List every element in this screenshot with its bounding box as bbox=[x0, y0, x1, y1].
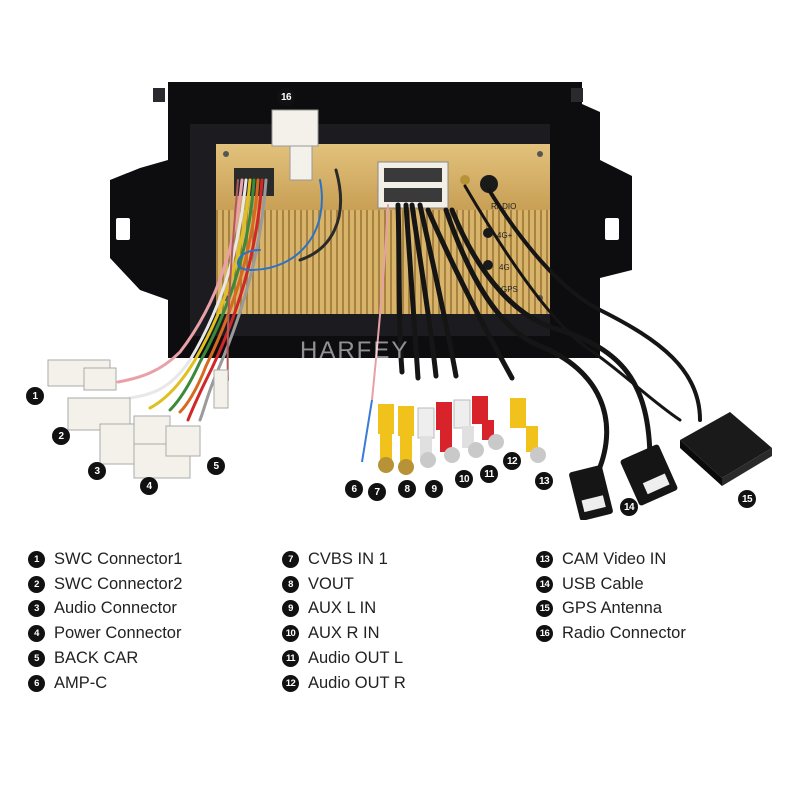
radio-port-label: RADIO bbox=[491, 202, 516, 211]
legend-label: Audio OUT R bbox=[308, 673, 406, 692]
4g-port-label: 4G bbox=[499, 263, 510, 272]
legend-item-audio-out-l: 11 Audio OUT L bbox=[282, 646, 406, 671]
callout-12: 12 bbox=[503, 452, 521, 470]
callout-7: 7 bbox=[368, 483, 386, 501]
legend-item-swc-connector1: 1 SWC Connector1 bbox=[28, 547, 182, 572]
legend-number: 2 bbox=[28, 575, 45, 593]
legend-column-2: 7 CVBS IN 1 8 VOUT 9 AUX L IN 10 AUX R I… bbox=[282, 547, 406, 696]
legend-number: 1 bbox=[28, 550, 45, 568]
legend-label: BACK CAR bbox=[54, 649, 139, 668]
legend-item-aux-l-in: 9 AUX L IN bbox=[282, 597, 406, 622]
legend-number: 15 bbox=[536, 600, 553, 618]
legend-number: 5 bbox=[28, 650, 45, 668]
legend-item-back-car: 5 BACK CAR bbox=[28, 646, 182, 671]
legend-number: 14 bbox=[536, 575, 553, 593]
rca-plugs bbox=[361, 396, 546, 475]
legend-label: USB Cable bbox=[562, 574, 644, 593]
legend-label: SWC Connector2 bbox=[54, 574, 183, 593]
legend-label: SWC Connector1 bbox=[54, 549, 183, 568]
legend-item-audio-out-r: 12 Audio OUT R bbox=[282, 671, 406, 696]
callout-13: 13 bbox=[535, 472, 553, 490]
cable-bundle bbox=[116, 168, 702, 475]
legend-item-cam-video-in: 13 CAM Video IN bbox=[536, 547, 686, 572]
legend-number: 16 bbox=[536, 625, 553, 643]
callout-1: 1 bbox=[26, 387, 44, 405]
legend-column-1: 1 SWC Connector1 2 SWC Connector2 3 Audi… bbox=[28, 547, 182, 696]
heatsink-panel: RADIO 4G+ 4G GPS bbox=[216, 144, 550, 314]
harness-connectors bbox=[47, 359, 229, 479]
legend-number: 6 bbox=[28, 674, 45, 692]
callout-11: 11 bbox=[480, 465, 498, 483]
callout-8: 8 bbox=[398, 480, 416, 498]
legend-label: AUX R IN bbox=[308, 624, 380, 643]
legend-item-power-connector: 4 Power Connector bbox=[28, 621, 182, 646]
legend-number: 11 bbox=[282, 650, 299, 668]
legend-label: CVBS IN 1 bbox=[308, 549, 388, 568]
legend-item-audio-connector: 3 Audio Connector bbox=[28, 597, 182, 622]
callout-2: 2 bbox=[52, 427, 70, 445]
watermark-text: HARFEY bbox=[300, 337, 409, 364]
legend-label: GPS Antenna bbox=[562, 599, 662, 618]
legend-item-gps-antenna: 15 GPS Antenna bbox=[536, 597, 686, 622]
legend-item-vout: 8 VOUT bbox=[282, 572, 406, 597]
legend-item-usb-cable: 14 USB Cable bbox=[536, 572, 686, 597]
legend-number: 4 bbox=[28, 625, 45, 643]
callout-5: 5 bbox=[207, 457, 225, 475]
legend-item-cvbs-in-1: 7 CVBS IN 1 bbox=[282, 547, 406, 572]
callout-14: 14 bbox=[620, 498, 638, 516]
legend-label: AUX L IN bbox=[308, 599, 377, 618]
gps-antenna bbox=[680, 412, 772, 486]
legend-column-3: 13 CAM Video IN 14 USB Cable 15 GPS Ante… bbox=[536, 547, 686, 646]
legend-item-radio-connector: 16 Radio Connector bbox=[536, 621, 686, 646]
legend-item-aux-r-in: 10 AUX R IN bbox=[282, 621, 406, 646]
legend-number: 3 bbox=[28, 600, 45, 618]
product-photo: RADIO 4G+ 4G GPS bbox=[47, 82, 772, 520]
legend-number: 9 bbox=[282, 600, 299, 618]
legend-item-amp-c: 6 AMP-C bbox=[28, 671, 182, 696]
callout-15: 15 bbox=[738, 490, 756, 508]
legend-number: 12 bbox=[282, 674, 299, 692]
callout-3: 3 bbox=[88, 462, 106, 480]
legend-label: AMP-C bbox=[54, 673, 108, 692]
callout-10: 10 bbox=[455, 470, 473, 488]
legend-label: Audio Connector bbox=[54, 599, 177, 618]
radio-connector bbox=[271, 109, 319, 181]
legend-number: 7 bbox=[282, 550, 299, 568]
usb-plugs bbox=[569, 444, 678, 520]
legend-number: 10 bbox=[282, 625, 299, 643]
legend-number: 13 bbox=[536, 550, 553, 568]
legend-label: CAM Video IN bbox=[562, 549, 667, 568]
legend-label: Power Connector bbox=[54, 624, 182, 643]
4g-plus-port-label: 4G+ bbox=[497, 231, 513, 240]
legend-label: VOUT bbox=[308, 574, 354, 593]
legend-item-swc-connector2: 2 SWC Connector2 bbox=[28, 572, 182, 597]
callout-16: 16 bbox=[277, 88, 295, 106]
legend-number: 8 bbox=[282, 575, 299, 593]
callout-4: 4 bbox=[140, 477, 158, 495]
legend-label: Audio OUT L bbox=[308, 649, 404, 668]
gps-port-label: GPS bbox=[501, 285, 518, 294]
callout-6: 6 bbox=[345, 480, 363, 498]
callout-9: 9 bbox=[425, 480, 443, 498]
legend-label: Radio Connector bbox=[562, 624, 686, 643]
